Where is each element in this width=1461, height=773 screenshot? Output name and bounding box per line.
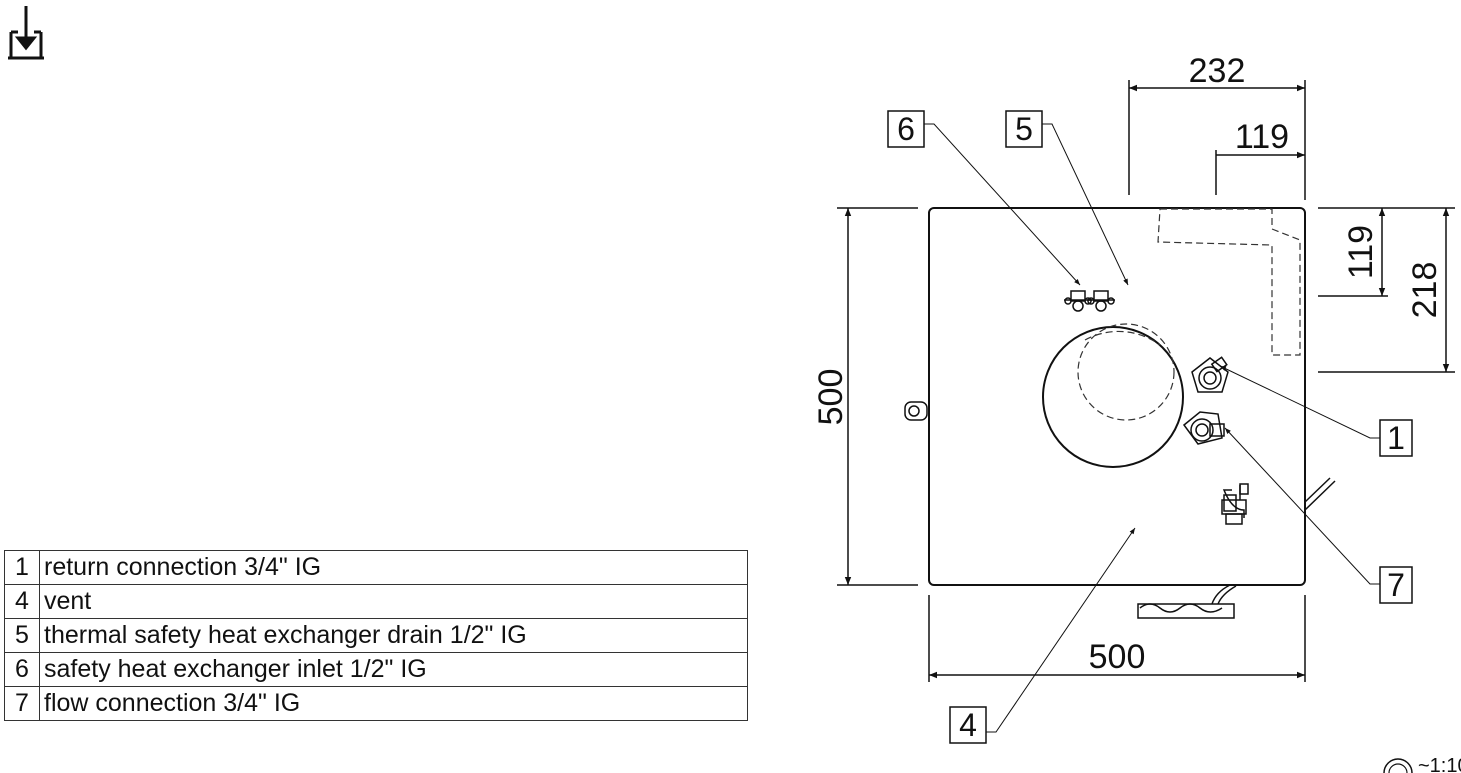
scale-indicator: ~1:10: [1383, 755, 1461, 773]
dimension-119-top: [1215, 150, 1305, 195]
svg-text:4: 4: [959, 707, 977, 743]
top-view-icon: [8, 6, 44, 60]
housing-outline: [928, 207, 1306, 586]
legend-row: 5 thermal safety heat exchanger drain 1/…: [4, 618, 748, 653]
callout-tag-4: 4: [949, 527, 1136, 744]
dimension-232: [1128, 80, 1306, 200]
fitting-1-icon: [1191, 356, 1229, 393]
svg-text:6: 6: [897, 111, 915, 147]
legend-number: 4: [4, 584, 40, 619]
legend-description: thermal safety heat exchanger drain 1/2"…: [39, 618, 748, 653]
legend-row: 6 safety heat exchanger inlet 1/2" IG: [4, 652, 748, 687]
legend-description: safety heat exchanger inlet 1/2" IG: [39, 652, 748, 687]
legend-row: 7 flow connection 3/4" IG: [4, 686, 748, 721]
fitting-5-icon: [1087, 290, 1115, 312]
svg-text:5: 5: [1015, 111, 1033, 147]
legend-number: 5: [4, 618, 40, 653]
bottom-coil: [1137, 584, 1237, 619]
dimension-500-bottom: [928, 595, 1306, 682]
legend-number: 1: [4, 550, 40, 585]
svg-text:7: 7: [1387, 567, 1405, 603]
dimension-218: [1318, 207, 1455, 373]
hidden-ducting: [1157, 208, 1301, 356]
legend-description: vent: [39, 584, 748, 619]
dimension-119-right-label: 119: [1342, 225, 1380, 279]
legend-table: 1 return connection 3/4" IG 4 vent 5 the…: [4, 550, 748, 721]
vent-fitting-icon: [1221, 483, 1249, 525]
flue-inner-hidden: [1077, 323, 1175, 421]
dimension-500-left: [837, 207, 918, 586]
callout-tag-7: 7: [1224, 427, 1413, 604]
svg-text:1: 1: [1387, 420, 1405, 456]
dimension-119-top-label: 119: [1235, 118, 1289, 156]
dimension-119-right: [1318, 207, 1388, 297]
fitting-7-icon: [1182, 411, 1225, 445]
legend-number: 6: [4, 652, 40, 687]
left-knob-icon: [904, 401, 928, 421]
legend-row: 4 vent: [4, 584, 748, 619]
dimension-232-label: 232: [1189, 52, 1246, 90]
dimension-218-label: 218: [1406, 262, 1444, 319]
legend-number: 7: [4, 686, 40, 721]
side-pipe: [1304, 477, 1336, 511]
callout-tag-5: 5: [1005, 110, 1129, 286]
callout-tag-6: 6: [887, 110, 1081, 286]
flue-circle: [1042, 326, 1184, 468]
callout-tag-1: 1: [1219, 365, 1413, 457]
fitting-6-icon: [1064, 290, 1092, 312]
legend-row: 1 return connection 3/4" IG: [4, 550, 748, 585]
legend-description: return connection 3/4" IG: [39, 550, 748, 585]
svg-text:~1:10: ~1:10: [1418, 755, 1461, 773]
dimension-500-left-label: 500: [812, 369, 850, 426]
legend-description: flow connection 3/4" IG: [39, 686, 748, 721]
dimension-500-bottom-label: 500: [1089, 638, 1146, 676]
